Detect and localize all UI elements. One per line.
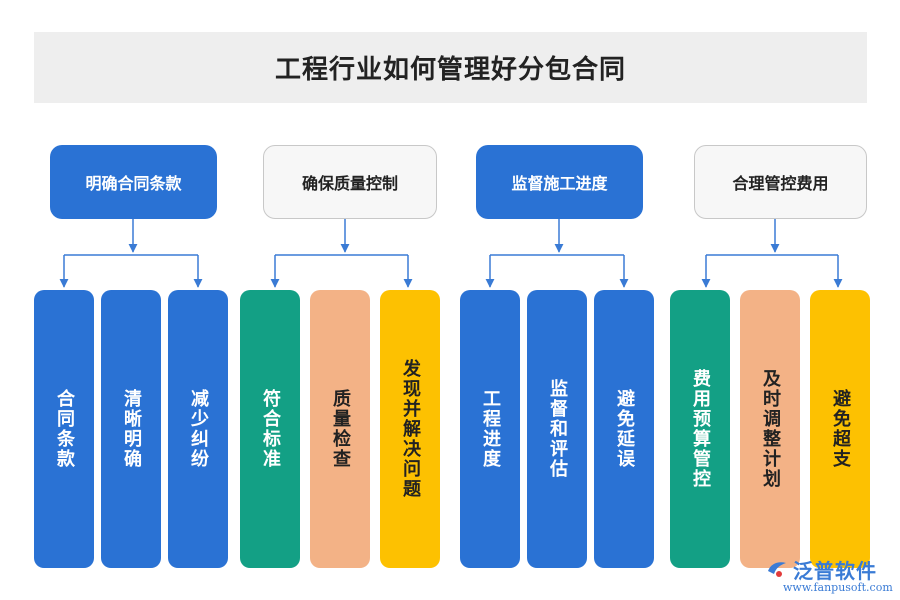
sub-card-1-1-label: 合同条款	[54, 389, 75, 469]
group-head-4-label: 合理管控费用	[732, 174, 829, 193]
sub-card-1-2: 清晰明确	[101, 290, 161, 568]
title-bar: 工程行业如何管理好分包合同	[34, 32, 867, 103]
sub-card-2-3-label: 发现并解决问题	[400, 359, 421, 499]
sub-card-4-2: 及时调整计划	[740, 290, 800, 568]
sub-card-3-2: 监督和评估	[527, 290, 587, 568]
sub-card-2-1-label: 符合标准	[260, 389, 281, 469]
sub-card-1-1: 合同条款	[34, 290, 94, 568]
sub-card-4-1-label: 费用预算管控	[690, 369, 711, 489]
sub-card-1-2-label: 清晰明确	[121, 389, 142, 469]
group-head-4: 合理管控费用	[694, 145, 867, 219]
group-head-1: 明确合同条款	[50, 145, 217, 219]
sub-card-3-3-label: 避免延误	[614, 389, 635, 469]
brand-url: www.fanpusoft.com	[783, 581, 893, 594]
diagram-title: 工程行业如何管理好分包合同	[274, 55, 626, 85]
sub-card-2-2-label: 质量检查	[330, 389, 351, 469]
group-head-3-label: 监督施工进度	[511, 174, 608, 193]
brand-name: 泛普软件	[793, 559, 877, 583]
sub-card-4-3: 避免超支	[810, 290, 870, 568]
sub-card-4-3-label: 避免超支	[830, 389, 851, 469]
sub-card-3-3: 避免延误	[594, 290, 654, 568]
sub-card-3-2-label: 监督和评估	[547, 379, 568, 479]
sub-card-4-1: 费用预算管控	[670, 290, 730, 568]
group-head-3: 监督施工进度	[476, 145, 643, 219]
sub-card-4-2-label: 及时调整计划	[760, 369, 781, 489]
sub-card-1-3: 减少纠纷	[168, 290, 228, 568]
group-head-2: 确保质量控制	[263, 145, 437, 219]
brand-logo-icon	[768, 562, 786, 577]
group-head-2-label: 确保质量控制	[301, 174, 398, 193]
sub-card-2-1: 符合标准	[240, 290, 300, 568]
sub-card-3-1: 工程进度	[460, 290, 520, 568]
group-head-1-label: 明确合同条款	[85, 174, 182, 193]
sub-card-1-3-label: 减少纠纷	[188, 389, 209, 469]
sub-card-2-3: 发现并解决问题	[380, 290, 440, 568]
sub-card-2-2: 质量检查	[310, 290, 370, 568]
brand-watermark: 泛普软件 www.fanpusoft.com	[765, 555, 895, 597]
sub-card-3-1-label: 工程进度	[480, 389, 501, 469]
